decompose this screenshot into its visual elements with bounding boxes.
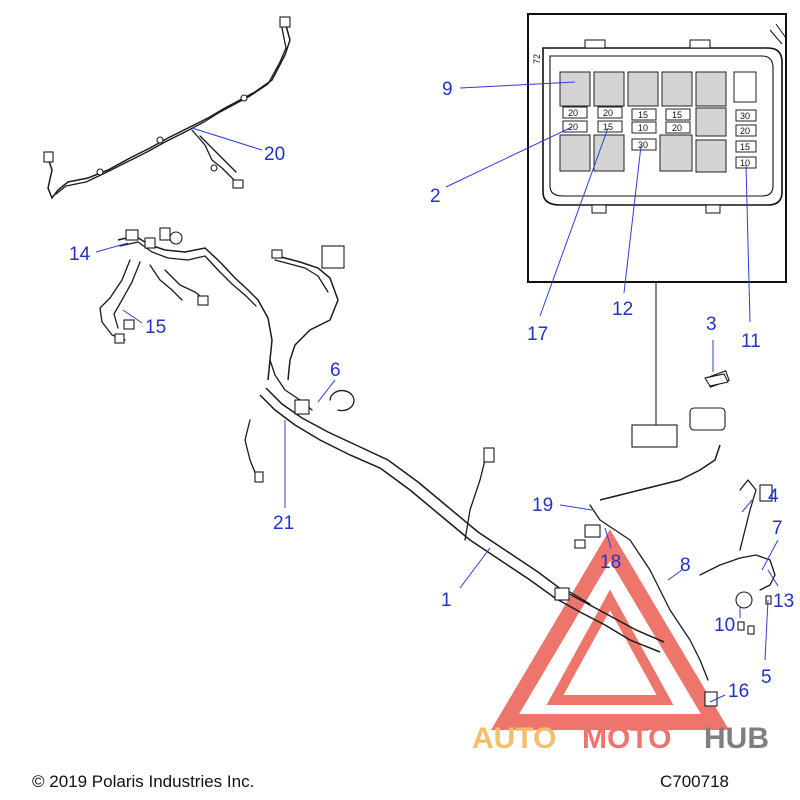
- callout-4: 4: [768, 486, 779, 507]
- callout-14: 14: [69, 244, 91, 265]
- automotohub-watermark: AUTO MOTO HUB: [472, 529, 769, 755]
- fuse-c1: 30: [740, 111, 750, 121]
- callout-6: 6: [330, 360, 341, 381]
- watermark-hub: HUB: [704, 722, 769, 755]
- fuse-c2: 20: [740, 126, 750, 136]
- callout-20: 20: [264, 144, 285, 165]
- callout-13: 13: [773, 591, 794, 612]
- callout-15: 15: [145, 317, 166, 338]
- callout-18: 18: [600, 552, 621, 573]
- fuse-r1d: 15: [672, 110, 682, 120]
- callout-1: 1: [441, 590, 452, 611]
- fuse-r2d: 20: [672, 123, 682, 133]
- fuse-r2c: 10: [638, 123, 648, 133]
- callout-labels: 1 2 3 4 5 6 7 8 9 10 11 12 13 14 15 16 1…: [69, 79, 794, 702]
- fuse-r3: 30: [638, 140, 648, 150]
- harness-20: [43, 16, 291, 200]
- fuse-r1b: 20: [603, 108, 613, 118]
- fuse-c4: 10: [740, 158, 750, 168]
- fuse-box-detail: 72 20 20 15 15 20 15 10 20 30: [527, 13, 787, 283]
- watermark-moto: MOTO: [582, 722, 671, 755]
- fuse-box-side-label: 72: [532, 54, 542, 64]
- part-3-label: [704, 340, 729, 387]
- callout-21: 21: [273, 513, 294, 534]
- fuse-c3: 15: [740, 142, 750, 152]
- callout-7: 7: [772, 518, 783, 539]
- callout-5: 5: [761, 667, 772, 688]
- copyright-text: © 2019 Polaris Industries Inc.: [32, 772, 254, 791]
- main-harness-1: [244, 245, 665, 653]
- callout-9: 9: [442, 79, 453, 100]
- callout-2: 2: [430, 186, 441, 207]
- callout-11: 11: [741, 331, 761, 352]
- callout-8: 8: [680, 555, 691, 576]
- callout-19: 19: [532, 495, 553, 516]
- callout-10: 10: [714, 615, 735, 636]
- callout-3: 3: [706, 314, 717, 335]
- watermark-auto: AUTO: [472, 722, 556, 755]
- callout-17: 17: [527, 324, 548, 345]
- harness-14-15: [99, 227, 273, 381]
- fuse-r1a: 20: [568, 108, 578, 118]
- leader-lines: [95, 81, 779, 703]
- callout-12: 12: [612, 299, 633, 320]
- callout-16: 16: [728, 681, 749, 702]
- fuse-r2b: 15: [603, 122, 613, 132]
- fuse-r2a: 20: [568, 122, 578, 132]
- part-code: C700718: [660, 772, 729, 791]
- fuse-r1c: 15: [638, 110, 648, 120]
